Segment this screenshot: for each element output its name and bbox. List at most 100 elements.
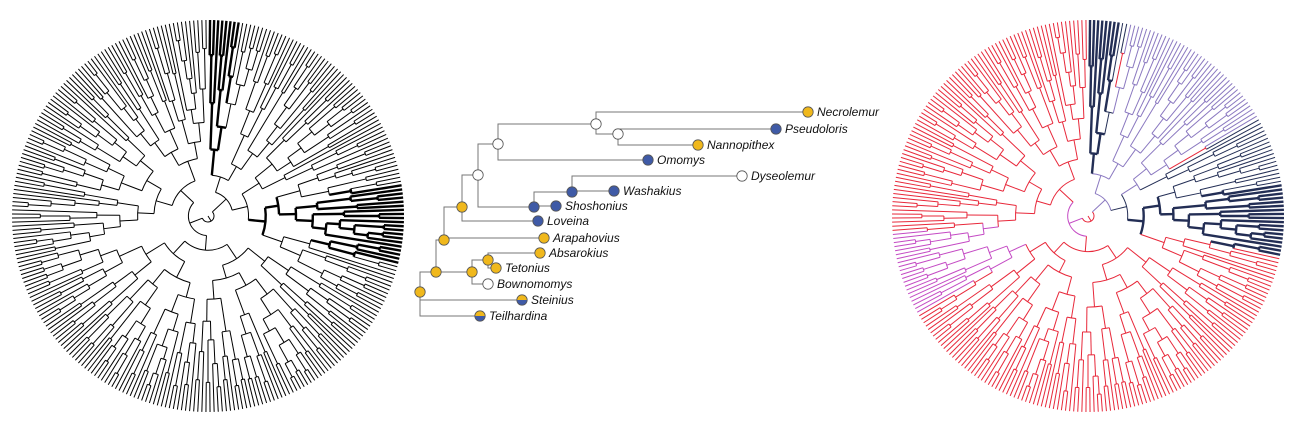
tree-arc (1137, 46, 1141, 47)
tree-branch (1062, 317, 1067, 342)
tree-branch (1179, 262, 1199, 272)
tree-branch (981, 185, 1003, 191)
tree-branch (1191, 315, 1229, 352)
tree-branch (1085, 236, 1086, 251)
tree-branch (1061, 391, 1064, 410)
tree-branch (141, 308, 151, 323)
tree-arc (70, 232, 71, 238)
tip-node (475, 311, 485, 321)
tree-branch (1169, 376, 1177, 391)
tree-branch (296, 220, 313, 221)
tree-branch (177, 262, 185, 278)
tree-branch (61, 325, 84, 345)
tree-branch (246, 82, 256, 109)
tree-branch (22, 271, 44, 278)
tree-arc (165, 73, 169, 74)
tree-branch (267, 381, 274, 400)
tree-arc (241, 51, 244, 52)
tree-arc (1014, 127, 1022, 134)
tree-branch (53, 238, 71, 241)
tree-arc (1066, 72, 1071, 73)
tree-branch (1007, 317, 1019, 335)
tree-branch (1016, 348, 1026, 370)
tree-branch (1006, 184, 1025, 191)
tree-branch (919, 295, 954, 316)
tree-branch (20, 161, 44, 168)
tree-branch (1082, 360, 1084, 412)
tree-branch (1143, 206, 1159, 208)
tree-branch (239, 273, 246, 286)
tree-branch (949, 328, 975, 354)
tree-arc (98, 249, 103, 262)
tree-arc (1259, 166, 1260, 170)
tree-branch (893, 231, 928, 234)
tree-branch (1226, 302, 1254, 319)
tree-branch (960, 204, 978, 206)
tree-branch (916, 239, 930, 241)
tree-branch (1101, 394, 1102, 411)
tree-branch (1185, 239, 1210, 245)
tree-branch (1168, 310, 1182, 327)
tree-arc (298, 250, 303, 261)
tree-branch (1108, 386, 1111, 411)
tree-branch (904, 274, 927, 282)
internal-node (439, 235, 449, 245)
tree-arc (235, 385, 239, 386)
tree-branch (216, 177, 221, 192)
tree-branch (202, 321, 203, 352)
tree-branch (248, 93, 283, 151)
tree-branch (12, 206, 28, 207)
tree-arc (1038, 57, 1041, 58)
tree-arc (916, 262, 917, 266)
tree-branch (943, 111, 959, 123)
tree-branch (1208, 298, 1250, 326)
tree-arc (103, 269, 107, 276)
tree-branch (1224, 313, 1248, 330)
tree-branch (1045, 342, 1060, 407)
tree-arc (1009, 112, 1014, 115)
tree-branch (1078, 119, 1080, 139)
tree-branch (1074, 21, 1076, 55)
tree-arc (1121, 53, 1124, 54)
tree-branch (1120, 315, 1126, 333)
tree-branch (1132, 361, 1139, 385)
tree-arc (952, 144, 953, 147)
tree-branch (952, 75, 972, 96)
tree-branch (1070, 105, 1072, 120)
tree-arc (998, 215, 999, 227)
tree-branch (1133, 47, 1139, 68)
tree-arc (973, 143, 976, 148)
tree-arc (936, 278, 937, 281)
tree-branch (940, 249, 963, 255)
tree-branch (941, 321, 969, 346)
tree-branch (1016, 86, 1029, 110)
tree-arc (46, 274, 47, 277)
phylogeny-branch (444, 207, 462, 240)
tree-branch (969, 234, 985, 237)
tree-branch (954, 223, 982, 225)
tip-label: Omomys (657, 153, 705, 167)
tree-branch (172, 295, 179, 312)
tree-branch (63, 128, 81, 139)
tree-branch (338, 284, 357, 294)
tree-branch (285, 364, 292, 378)
tree-branch (81, 66, 105, 94)
tree-branch (1108, 246, 1116, 258)
tree-branch (992, 373, 1000, 386)
tree-branch (1249, 202, 1284, 205)
tree-arc (1071, 86, 1076, 87)
tree-branch (1105, 81, 1110, 112)
tree-arc (1230, 251, 1231, 255)
tree-arc (241, 379, 244, 380)
tree-branch (1092, 154, 1094, 174)
tree-arc (1164, 161, 1169, 169)
tree-branch (1120, 274, 1127, 287)
tree-arc (177, 40, 181, 41)
tree-branch (1090, 107, 1092, 154)
tree-arc (1175, 146, 1182, 155)
tree-branch (138, 213, 154, 214)
tree-branch (12, 220, 70, 222)
tree-branch (187, 362, 190, 384)
tree-branch (67, 114, 81, 124)
tree-branch (893, 228, 928, 231)
